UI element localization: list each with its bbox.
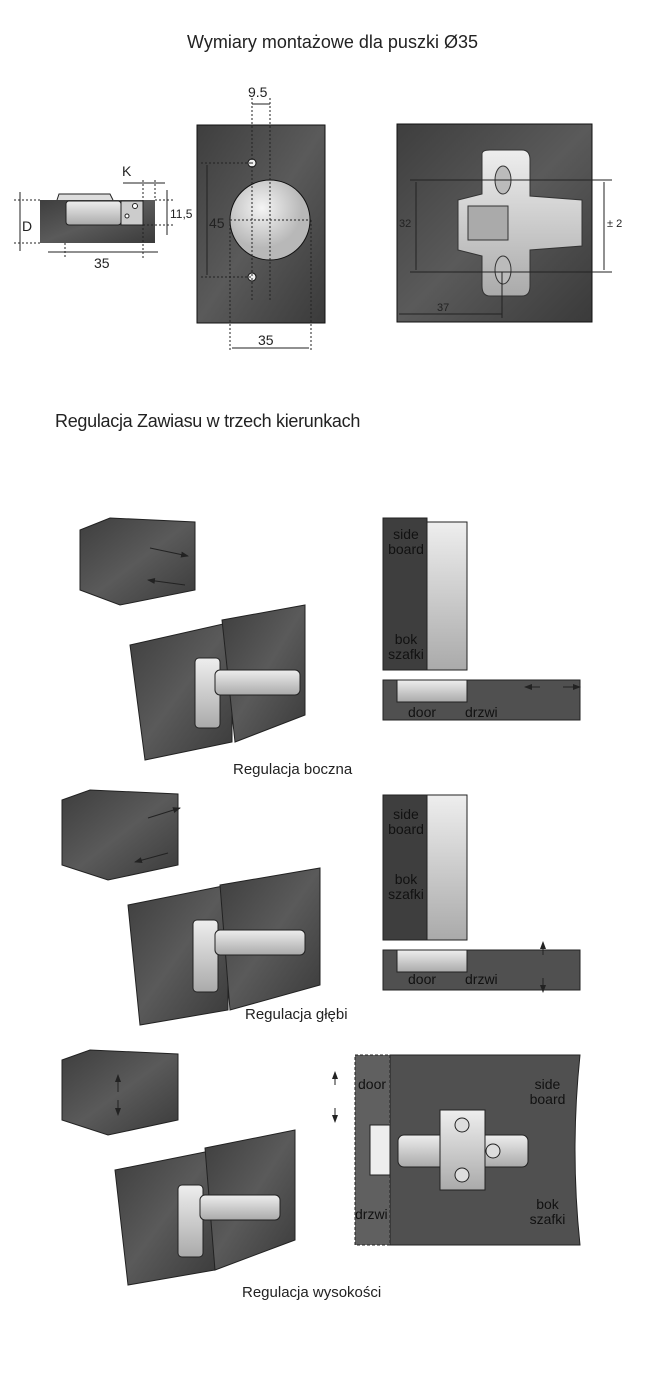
adjustment-illustrations bbox=[61, 517, 581, 1286]
mounting-plate-drawing bbox=[396, 123, 612, 323]
side-profile-drawing bbox=[14, 180, 175, 258]
drzwi-label: drzwi bbox=[355, 1206, 388, 1222]
drzwi-label: drzwi bbox=[465, 971, 498, 987]
section-title: Regulacja Zawiasu w trzech kierunkach bbox=[55, 411, 361, 431]
k-label: K bbox=[122, 163, 132, 179]
door-plate-drawing bbox=[196, 98, 326, 350]
page-title: Wymiary montażowe dla puszki Ø35 bbox=[187, 32, 478, 52]
spacing-label: 32 bbox=[399, 218, 412, 230]
offset-label: 9.5 bbox=[248, 84, 268, 100]
door-label: door bbox=[408, 704, 437, 720]
caption-regulacja-boczna: Regulacja boczna bbox=[233, 761, 353, 778]
adjustment-arrows bbox=[115, 547, 581, 1123]
caption-regulacja-glebi: Regulacja głębi bbox=[245, 1006, 348, 1023]
drzwi-label: drzwi bbox=[465, 704, 498, 720]
hole-spacing-label: 45 bbox=[209, 215, 225, 231]
height-label: 11,5 bbox=[170, 207, 193, 221]
door-label: door bbox=[408, 971, 437, 987]
cup-label: 35 bbox=[258, 332, 274, 348]
adjust-label: ± 2 bbox=[607, 218, 623, 230]
door-label: door bbox=[358, 1076, 387, 1092]
width-label: 35 bbox=[94, 255, 110, 271]
distance-label: 37 bbox=[437, 302, 450, 314]
caption-regulacja-wysokosci: Regulacja wysokości bbox=[242, 1284, 382, 1301]
depth-label: D bbox=[22, 218, 33, 234]
